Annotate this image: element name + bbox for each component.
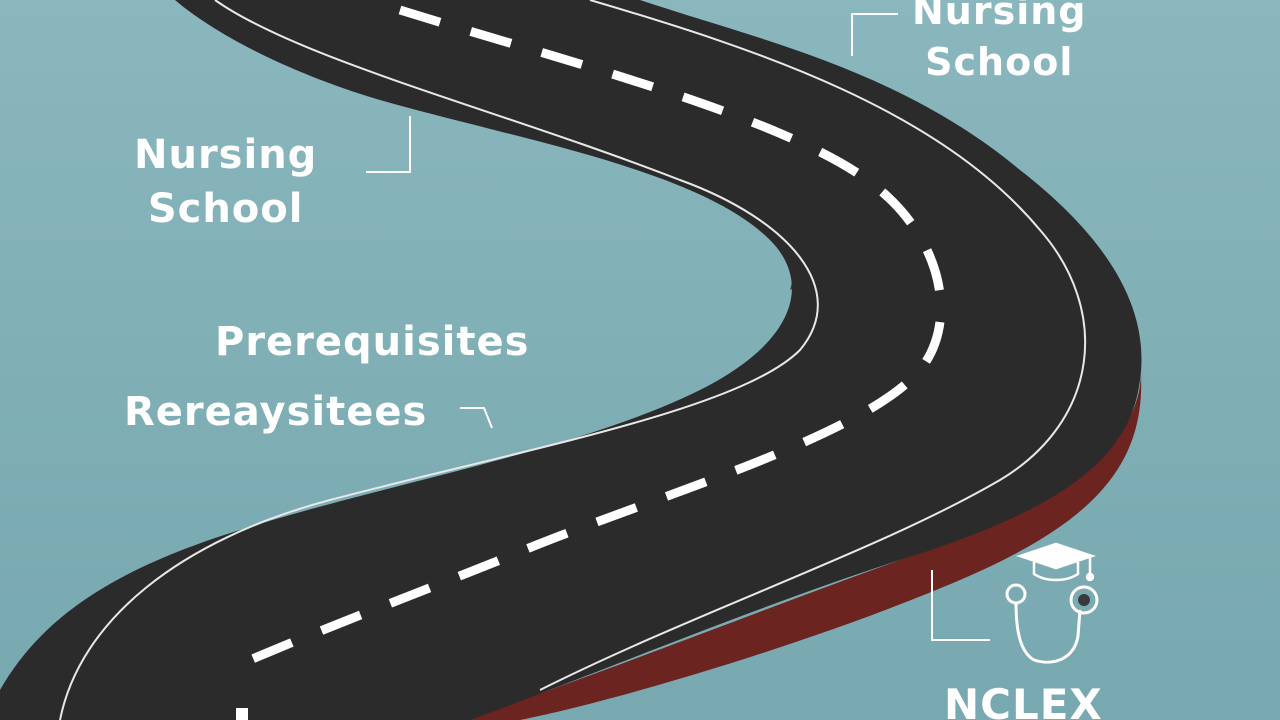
road-surface <box>0 0 1142 720</box>
road-edge-line-inner <box>59 0 819 720</box>
label-prerequisites-garbled: Rereaysitees <box>124 389 428 435</box>
road-marker <box>236 708 248 720</box>
leader-nclex <box>931 570 990 641</box>
road-edge-shadow <box>460 360 1142 720</box>
leader-left <box>366 116 411 173</box>
road-center-dashes <box>248 5 946 665</box>
label-prerequisites: Prerequisites <box>215 319 530 365</box>
label-nursing-school-left-line1: Nursing <box>134 132 318 178</box>
label-nursing-school-left: Nursing School <box>134 128 317 236</box>
label-nursing-school-top-line2: School <box>925 40 1074 85</box>
road-edge-line-outer <box>539 0 1087 691</box>
leader-top-right <box>851 13 898 56</box>
label-nursing-school-top-line1: Nursing <box>912 0 1087 33</box>
label-nclex: NCLEX <box>944 680 1103 720</box>
label-nursing-school-left-line2: School <box>147 186 304 232</box>
label-nursing-school-top: Nursing School <box>912 0 1087 89</box>
stethoscope-icon <box>1005 583 1099 664</box>
leader-prereq <box>460 407 493 429</box>
graduation-cap-icon <box>1016 542 1096 582</box>
